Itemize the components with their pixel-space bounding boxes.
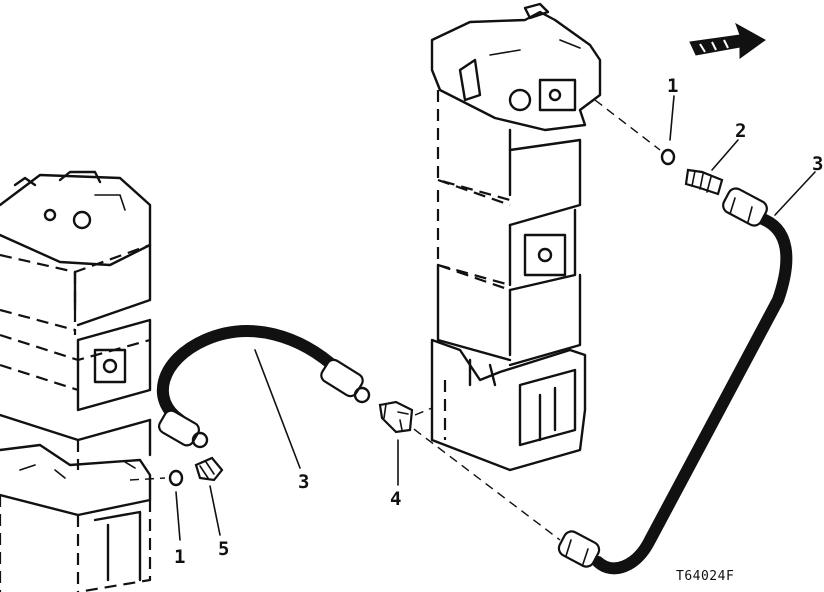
- callout-1-top: 1: [667, 75, 678, 97]
- callout-1-bottom: 1: [174, 546, 185, 568]
- short-hose: [156, 325, 371, 449]
- callout-leaders: [175, 95, 816, 541]
- o-ring-bottom: [168, 469, 184, 487]
- leader-lower-hose: [401, 419, 561, 541]
- leader-tee: [414, 407, 433, 416]
- callout-3-middle: 3: [298, 471, 309, 493]
- long-hose: [557, 187, 793, 575]
- o-ring-top: [660, 148, 676, 166]
- left-valve-stack: [0, 170, 166, 592]
- figure-id: T64024F: [676, 569, 734, 584]
- leader-top-oring: [594, 99, 661, 151]
- direction-arrow-icon: [689, 22, 766, 59]
- tee-fitting: [378, 400, 414, 434]
- callout-4: 4: [390, 488, 401, 510]
- callout-5: 5: [218, 538, 229, 560]
- adapter-fitting: [684, 168, 724, 196]
- callout-3-right: 3: [812, 153, 823, 175]
- callout-2: 2: [735, 120, 746, 142]
- elbow-fitting: [194, 456, 224, 482]
- right-valve-stack: [430, 2, 602, 472]
